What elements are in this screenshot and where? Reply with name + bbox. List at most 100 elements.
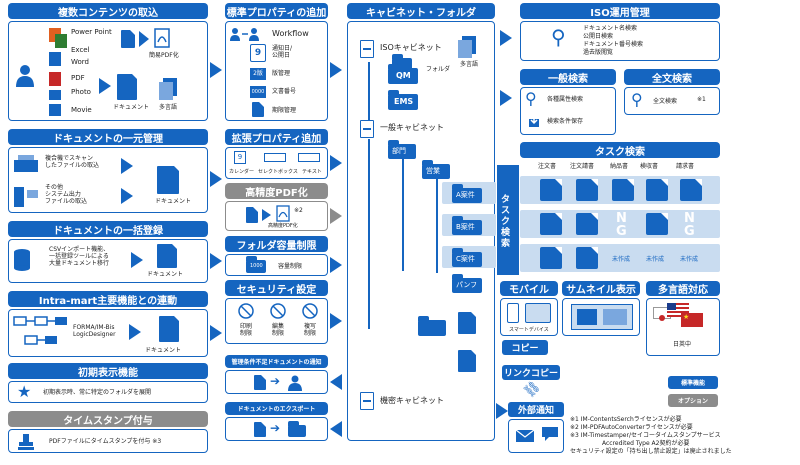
fulltext-header: 全文検索 — [624, 69, 720, 85]
file-type-powerpoint: Power Point — [71, 28, 112, 36]
thumbnail-inner — [577, 309, 597, 325]
note-4: Accredited Type A2契約が必要 — [602, 440, 690, 447]
external-notify-panel — [508, 419, 564, 453]
task-b-1 — [540, 213, 562, 235]
mobile-header: モバイル — [500, 281, 558, 296]
notify-arrow-icon: ➔ — [270, 374, 281, 388]
task-a-1 — [540, 179, 562, 201]
hq-pdf-header: 高精度PDF化 — [225, 183, 328, 199]
workflow-users-icon — [230, 26, 266, 41]
link-copy-pill: リンクコピー — [502, 365, 560, 380]
export-header: ドキュメントのエクスポート — [225, 402, 328, 415]
task-c-4-missing: 未作成 — [646, 256, 665, 263]
multilang-header: 多言語対応 — [646, 281, 720, 296]
mail-icon — [515, 428, 535, 442]
security-header: セキュリティ設定 — [225, 280, 328, 296]
pdf-icon — [154, 28, 170, 48]
ext-calendar-label: カレンダー — [229, 169, 255, 175]
fulltext-note: ※1 — [697, 96, 706, 103]
mobile-panel: スマートデバイス — [500, 298, 558, 336]
iso-line-1: ドキュメント名検索 — [583, 25, 638, 32]
scan-arrow — [121, 158, 133, 174]
arrow-back-notify — [330, 374, 342, 390]
note-2: ※2 IM-PDFAutoConverterライセンスが必要 — [570, 424, 693, 431]
chat-icon — [541, 426, 559, 442]
task-b-4 — [646, 213, 668, 235]
tree-line-general — [368, 139, 370, 329]
arrow-mid-4 — [330, 313, 342, 329]
tree-line-main — [368, 62, 370, 122]
thumbnail-panel — [562, 298, 640, 336]
ext-text-label: テキスト — [302, 169, 322, 175]
simple-pdf-arrow — [139, 31, 149, 47]
copy-restrict-icon — [302, 303, 318, 319]
capacity-header: フォルダ容量制限 — [225, 236, 328, 252]
legend-standard: 標準機能 — [668, 376, 718, 389]
file-type-movie: Movie — [71, 106, 92, 114]
external-notify-pill: 外部通知 — [508, 402, 564, 417]
ems-folder-icon — [388, 90, 418, 110]
arrow-left-4 — [210, 325, 222, 341]
arrow-left-1 — [210, 62, 222, 78]
hq-pdf-gray-arrow — [330, 208, 342, 224]
pamph-label: パンフ — [456, 281, 478, 289]
ext-calendar-icon: 9 — [234, 151, 246, 164]
fulltext-label: 全文検索 — [653, 98, 678, 105]
file-type-word: Word — [71, 58, 89, 66]
secret-cabinet-icon — [360, 392, 374, 410]
arrow-left-3 — [210, 253, 222, 269]
qm-folder-icon — [388, 64, 418, 84]
mobile-caption: スマートデバイス — [509, 327, 549, 333]
smartphone-icon — [507, 303, 519, 323]
general-cabinet-icon — [360, 120, 374, 138]
export-folder-icon — [288, 421, 306, 437]
other-system-text: その他 システム出力 ファイルの取込 — [45, 184, 88, 206]
notify-user-icon — [288, 375, 302, 391]
note-5: セキュリティ設定の「持ち出し禁止設定」は廃止されました — [570, 448, 732, 455]
bulk-text: CSVインポート機能、 一括登録ツールによる 大量ドキュメント移行 — [49, 246, 110, 268]
initial-display-header: 初期表示機能 — [8, 363, 208, 379]
flag-cn-icon: ★ — [681, 313, 703, 327]
attr-search-icon: ⚲ — [525, 89, 537, 108]
note-1: ※1 IM-ContentsSerchライセンスが必要 — [570, 416, 682, 423]
task-c-5-missing: 未作成 — [680, 256, 699, 263]
a-case-folder-icon — [452, 184, 482, 203]
iso-multilang-icon — [458, 36, 478, 58]
std-prop-header: 標準プロパティの追加 — [225, 3, 328, 19]
thumbnail-inner-2 — [603, 309, 627, 325]
hq-pdf-note: ※2 — [294, 207, 303, 214]
task-c-2 — [576, 247, 598, 269]
task-c-3-missing: 未作成 — [612, 256, 631, 263]
hq-pdf-panel: ※2 高精度PDF化 — [225, 201, 328, 231]
multilang-panel: ★ 日英中 — [646, 298, 720, 356]
task-c-1 — [540, 247, 562, 269]
notify-doc-icon — [254, 375, 266, 390]
selectbox-icon — [264, 153, 286, 162]
unified-document-icon — [157, 166, 179, 194]
std-prop-panel: Workflow 9 通知日/ 公開日 2版 版管理 0000 文書番号 期限管… — [225, 21, 328, 121]
export-doc-icon — [254, 422, 266, 437]
task-search-vertical-label: タスク検索 — [501, 195, 511, 249]
ems-label: EMS — [394, 97, 414, 106]
fulltext-search-icon: ⚲ — [631, 90, 643, 109]
arrow-mid-1 — [330, 62, 342, 78]
tree-line-dept — [402, 159, 404, 271]
bulk-document-label: ドキュメント — [147, 271, 184, 278]
cabinet-panel: ISOキャビネット フォルダ 多言語 QM EMS 一般キャビネット 部門 営業… — [347, 21, 496, 441]
dept-folder-icon — [388, 140, 416, 159]
docno-label: 文書番号 — [272, 88, 297, 95]
qm-label: QM — [396, 71, 411, 80]
tree-line-sales — [436, 179, 438, 273]
bulk-arrow — [131, 252, 143, 268]
intramart-document-label: ドキュメント — [145, 347, 182, 354]
ext-prop-panel: 9 カレンダー セレクトボックス テキスト — [225, 147, 328, 179]
initial-display-panel: ★ 初期表示時、常に特定のフォルダを展開 — [8, 381, 208, 403]
hq-pdf-arrow — [262, 209, 271, 221]
capacity-tag: 1000 — [250, 263, 263, 269]
col-order: 注文書 — [538, 163, 557, 170]
iso-line-3: ドキュメント番号検索 — [583, 41, 644, 48]
stamp-icon — [17, 433, 35, 451]
col-order-ack: 注文請書 — [570, 163, 595, 170]
iso-line-4: 過去版閲覧 — [583, 49, 614, 56]
